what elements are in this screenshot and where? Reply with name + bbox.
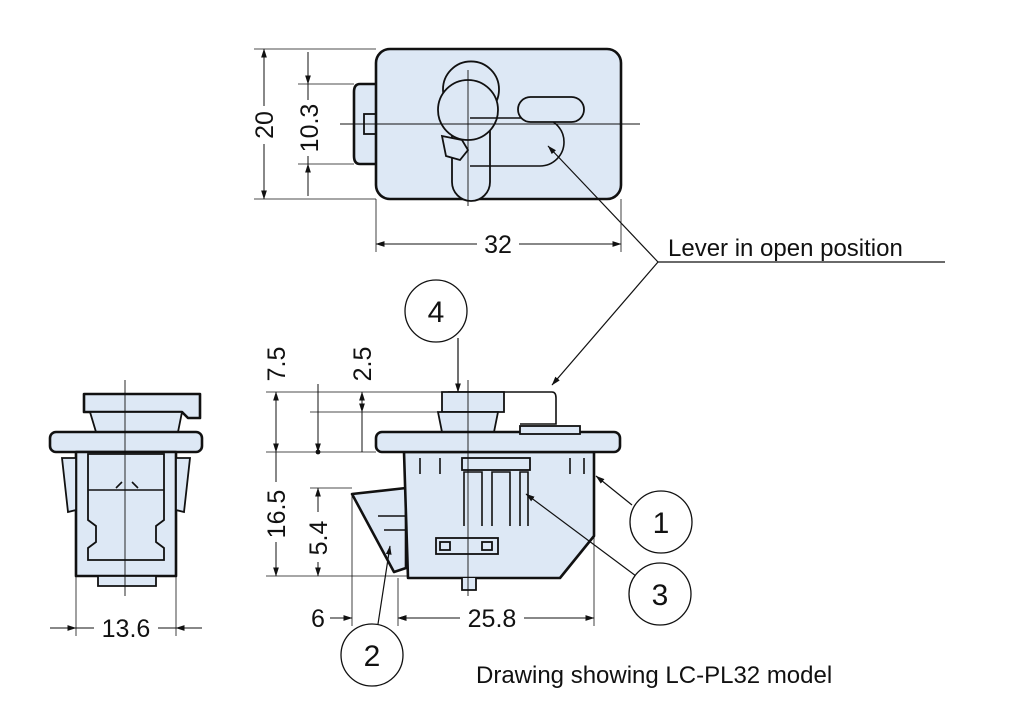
drawing-caption: Drawing showing LC-PL32 model — [476, 662, 832, 689]
side-view-left-clip — [60, 457, 77, 514]
dim-hook-width: 6 — [311, 605, 325, 633]
dim-body-height: 16.5 — [263, 490, 291, 539]
side-view-base — [97, 575, 157, 587]
dim-top-height: 20 — [251, 111, 279, 139]
callout-4-label: 4 — [428, 296, 445, 329]
dim-side-width: 13.6 — [102, 615, 151, 643]
part-callouts: 4 1 3 2 — [340, 279, 693, 687]
callout-3 — [628, 562, 692, 626]
front-view-flange-top — [519, 425, 581, 435]
callout-3-label: 3 — [652, 579, 669, 612]
side-view-flange — [48, 430, 204, 454]
top-view: 20 10.3 32 — [248, 47, 640, 259]
callout-2 — [340, 623, 404, 687]
front-view-flange — [374, 430, 622, 454]
top-view-latch-hook — [440, 134, 470, 162]
dim-body-width: 25.8 — [468, 605, 517, 633]
callout-2-label: 2 — [364, 640, 381, 673]
callout-4 — [404, 279, 468, 343]
side-view: 13.6 — [48, 380, 204, 643]
dim-lever-height: 7.5 — [263, 347, 291, 382]
lever-callout: Lever in open position — [547, 145, 945, 386]
front-view: 7.5 2.5 16.5 5.4 6 25.8 — [262, 340, 622, 633]
front-view-knob — [441, 391, 505, 413]
side-view-window — [87, 453, 165, 561]
dim-top-offset: 10.3 — [296, 104, 324, 153]
front-view-spring-cap — [461, 457, 531, 471]
lever-open-label: Lever in open position — [668, 235, 903, 262]
dim-lever-gap: 2.5 — [349, 347, 377, 382]
side-view-stem — [88, 411, 184, 433]
dim-top-width: 32 — [484, 231, 512, 259]
top-view-lever-slot — [517, 96, 585, 123]
side-view-right-clip — [175, 457, 192, 514]
dim-hook-height: 5.4 — [305, 521, 333, 556]
callout-1 — [629, 490, 693, 554]
front-view-lever — [448, 391, 557, 425]
callout-1-label: 1 — [653, 507, 670, 540]
front-view-pin — [461, 578, 477, 591]
